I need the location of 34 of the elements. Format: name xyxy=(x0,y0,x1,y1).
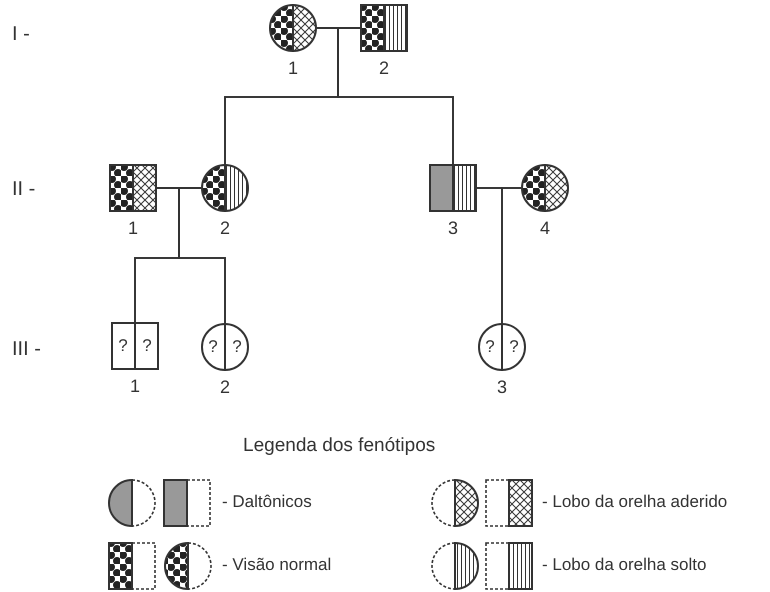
legend-title: Legenda dos fenótipos xyxy=(243,434,436,458)
male-symbol xyxy=(109,164,157,212)
individual-number: 3 xyxy=(446,218,459,238)
individual-number: 1 xyxy=(128,376,141,396)
individual-number: 2 xyxy=(378,58,390,78)
generation-label: I - xyxy=(12,22,30,46)
generation-label: III - xyxy=(12,337,41,361)
female-symbol xyxy=(521,164,569,212)
individual-number: 1 xyxy=(126,218,139,238)
generation-label: II - xyxy=(12,177,36,201)
unknown-mark: ? xyxy=(141,336,153,356)
male-symbol xyxy=(111,322,159,370)
male-symbol xyxy=(429,164,477,212)
individual-number: 4 xyxy=(538,218,551,238)
unknown-mark: ? xyxy=(117,336,129,356)
female-symbol xyxy=(269,4,317,52)
legend-text: - Visão normal xyxy=(222,555,332,575)
female-symbol xyxy=(201,323,249,371)
female-symbol xyxy=(201,164,249,212)
unknown-mark: ? xyxy=(231,337,243,357)
individual-number: 1 xyxy=(286,58,299,78)
individual-number: 2 xyxy=(218,218,231,238)
pedigree-line xyxy=(178,187,226,323)
legend-text: - Daltônicos xyxy=(222,492,312,512)
unknown-mark: ? xyxy=(207,337,219,357)
individual-number: 2 xyxy=(218,377,231,397)
female-symbol xyxy=(478,323,526,371)
unknown-mark: ? xyxy=(484,337,496,357)
unknown-mark: ? xyxy=(508,337,520,357)
individual-number: 3 xyxy=(496,377,508,397)
pedigree-line xyxy=(501,187,521,323)
male-symbol xyxy=(360,4,408,52)
legend-text: - Lobo da orelha aderido xyxy=(542,492,728,512)
legend-text: - Lobo da orelha solto xyxy=(542,555,706,575)
